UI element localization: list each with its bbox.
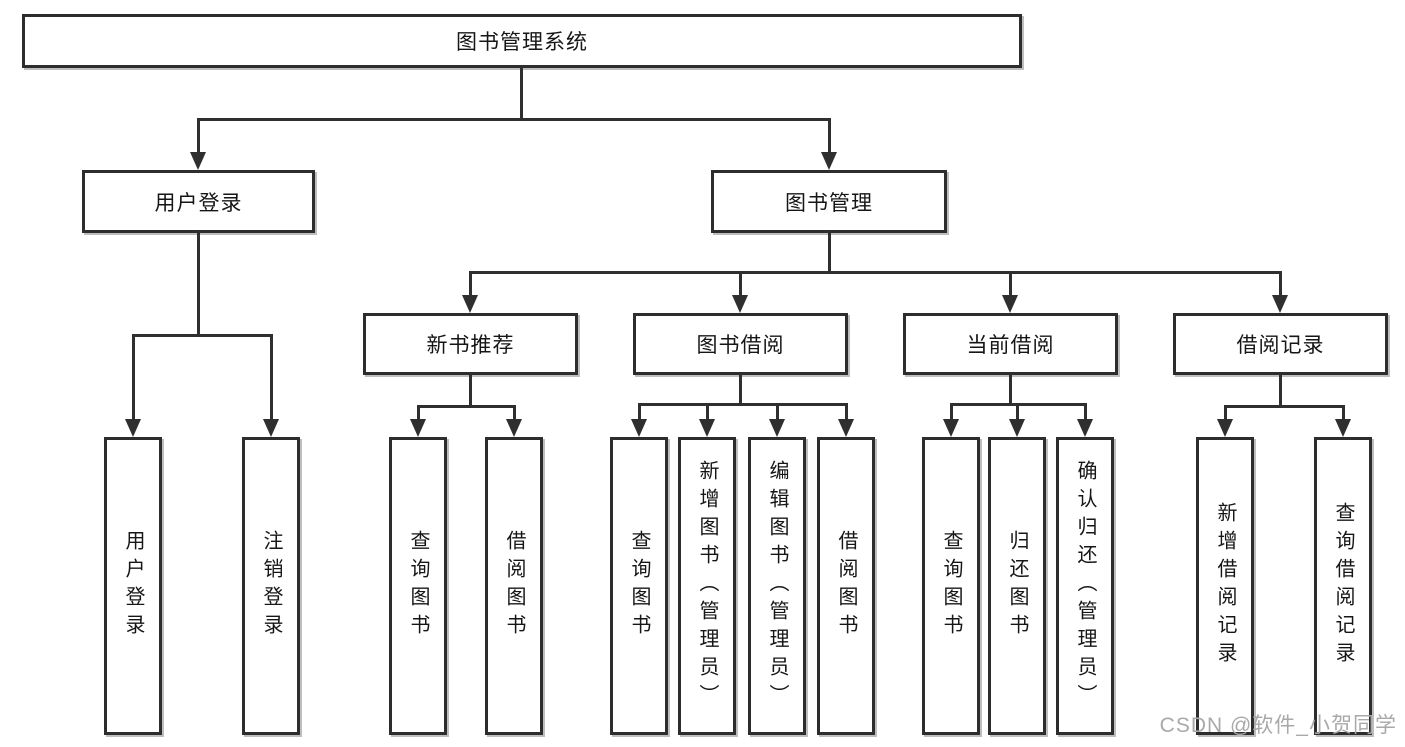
connector-line <box>1016 403 1019 421</box>
leaf-query-borrow-record-label: 查询借阅记录 <box>1332 502 1354 670</box>
arrow-down-icon <box>631 419 647 437</box>
node-book-borrowing-label: 图书借阅 <box>696 334 785 357</box>
connector-line <box>1279 271 1282 297</box>
leaf-user-login: 用户登录 <box>104 437 162 735</box>
leaf-user-login-label: 用户登录 <box>122 530 144 642</box>
connector-line <box>1009 271 1012 297</box>
leaf-query-books-recommend-label: 查询图书 <box>407 530 429 642</box>
arrow-down-icon <box>838 419 854 437</box>
connector-line <box>638 403 847 406</box>
arrow-down-icon <box>1002 295 1018 313</box>
connector-line <box>469 375 472 407</box>
leaf-return-books-label: 归还图书 <box>1006 530 1028 642</box>
leaf-edit-books-admin-label: 编辑图书（管理员） <box>766 460 788 712</box>
connector-line <box>638 403 641 421</box>
node-library-system-label: 图书管理系统 <box>456 31 588 54</box>
connector-line <box>1224 405 1345 408</box>
connector-line <box>417 405 420 421</box>
connector-line <box>950 403 953 421</box>
connector-line <box>513 405 516 421</box>
leaf-query-books-current-label: 查询图书 <box>940 530 962 642</box>
node-current-borrowing: 当前借阅 <box>903 313 1118 375</box>
connector-line <box>469 271 1282 274</box>
leaf-add-borrow-record: 新增借阅记录 <box>1196 437 1254 735</box>
leaf-query-books-borrowing: 查询图书 <box>610 437 668 735</box>
connector-line <box>197 118 200 154</box>
arrow-down-icon <box>769 419 785 437</box>
connector-line <box>1342 405 1345 421</box>
watermark-text: CSDN @软件_小贺同学 <box>1159 714 1397 737</box>
node-user-login: 用户登录 <box>82 170 315 233</box>
connector-line <box>706 403 709 421</box>
connector-line <box>739 271 742 297</box>
leaf-borrow-books-borrowing: 借阅图书 <box>817 437 875 735</box>
arrow-down-icon <box>462 295 478 313</box>
leaf-query-books-borrowing-label: 查询图书 <box>628 530 650 642</box>
node-borrowing-records: 借阅记录 <box>1173 313 1388 375</box>
arrow-down-icon <box>821 152 837 170</box>
arrow-down-icon <box>699 419 715 437</box>
leaf-logout-login-label: 注销登录 <box>260 530 282 642</box>
arrow-down-icon <box>263 419 279 437</box>
arrow-down-icon <box>1077 419 1093 437</box>
arrow-down-icon <box>125 419 141 437</box>
connector-line <box>1009 375 1012 405</box>
connector-line <box>828 118 831 154</box>
connector-line <box>739 375 742 405</box>
leaf-query-books-current: 查询图书 <box>922 437 980 735</box>
arrow-down-icon <box>1217 419 1233 437</box>
arrow-down-icon <box>1335 419 1351 437</box>
arrow-down-icon <box>410 419 426 437</box>
leaf-add-books-admin: 新增图书（管理员） <box>678 437 736 735</box>
leaf-confirm-return-admin-label: 确认归还（管理员） <box>1074 460 1096 712</box>
connector-line <box>828 231 831 274</box>
connector-line <box>197 231 200 337</box>
connector-line <box>197 118 831 121</box>
arrow-down-icon <box>943 419 959 437</box>
leaf-logout-login: 注销登录 <box>242 437 300 735</box>
node-user-login-label: 用户登录 <box>154 191 243 215</box>
node-new-book-recommend: 新书推荐 <box>363 313 578 375</box>
node-borrowing-records-label: 借阅记录 <box>1236 334 1325 357</box>
node-current-borrowing-label: 当前借阅 <box>966 334 1055 357</box>
node-book-management: 图书管理 <box>711 170 947 233</box>
connector-line <box>1084 403 1087 421</box>
connector-line <box>1224 405 1227 421</box>
connector-line <box>417 405 516 408</box>
leaf-add-borrow-record-label: 新增借阅记录 <box>1214 502 1236 670</box>
connector-line <box>776 403 779 421</box>
node-new-book-recommend-label: 新书推荐 <box>426 334 515 357</box>
arrow-down-icon <box>1272 295 1288 313</box>
leaf-borrow-books-borrowing-label: 借阅图书 <box>835 530 857 642</box>
connector-line <box>520 68 523 120</box>
node-book-management-label: 图书管理 <box>785 191 873 215</box>
leaf-query-borrow-record: 查询借阅记录 <box>1314 437 1372 735</box>
arrow-down-icon <box>190 152 206 170</box>
connector-line <box>1279 375 1282 407</box>
connector-line <box>845 403 848 421</box>
leaf-query-books-recommend: 查询图书 <box>389 437 447 735</box>
node-book-borrowing: 图书借阅 <box>633 313 848 375</box>
leaf-add-books-admin-label: 新增图书（管理员） <box>696 460 718 712</box>
leaf-edit-books-admin: 编辑图书（管理员） <box>748 437 806 735</box>
arrow-down-icon <box>732 295 748 313</box>
connector-line <box>132 334 135 421</box>
leaf-borrow-books-recommend-label: 借阅图书 <box>503 530 525 642</box>
arrow-down-icon <box>506 419 522 437</box>
leaf-borrow-books-recommend: 借阅图书 <box>485 437 543 735</box>
connector-line <box>469 271 472 297</box>
leaf-confirm-return-admin: 确认归还（管理员） <box>1056 437 1114 735</box>
connector-line <box>132 334 273 337</box>
connector-line <box>270 334 273 421</box>
arrow-down-icon <box>1009 419 1025 437</box>
leaf-return-books: 归还图书 <box>988 437 1046 735</box>
node-library-system: 图书管理系统 <box>22 14 1022 68</box>
